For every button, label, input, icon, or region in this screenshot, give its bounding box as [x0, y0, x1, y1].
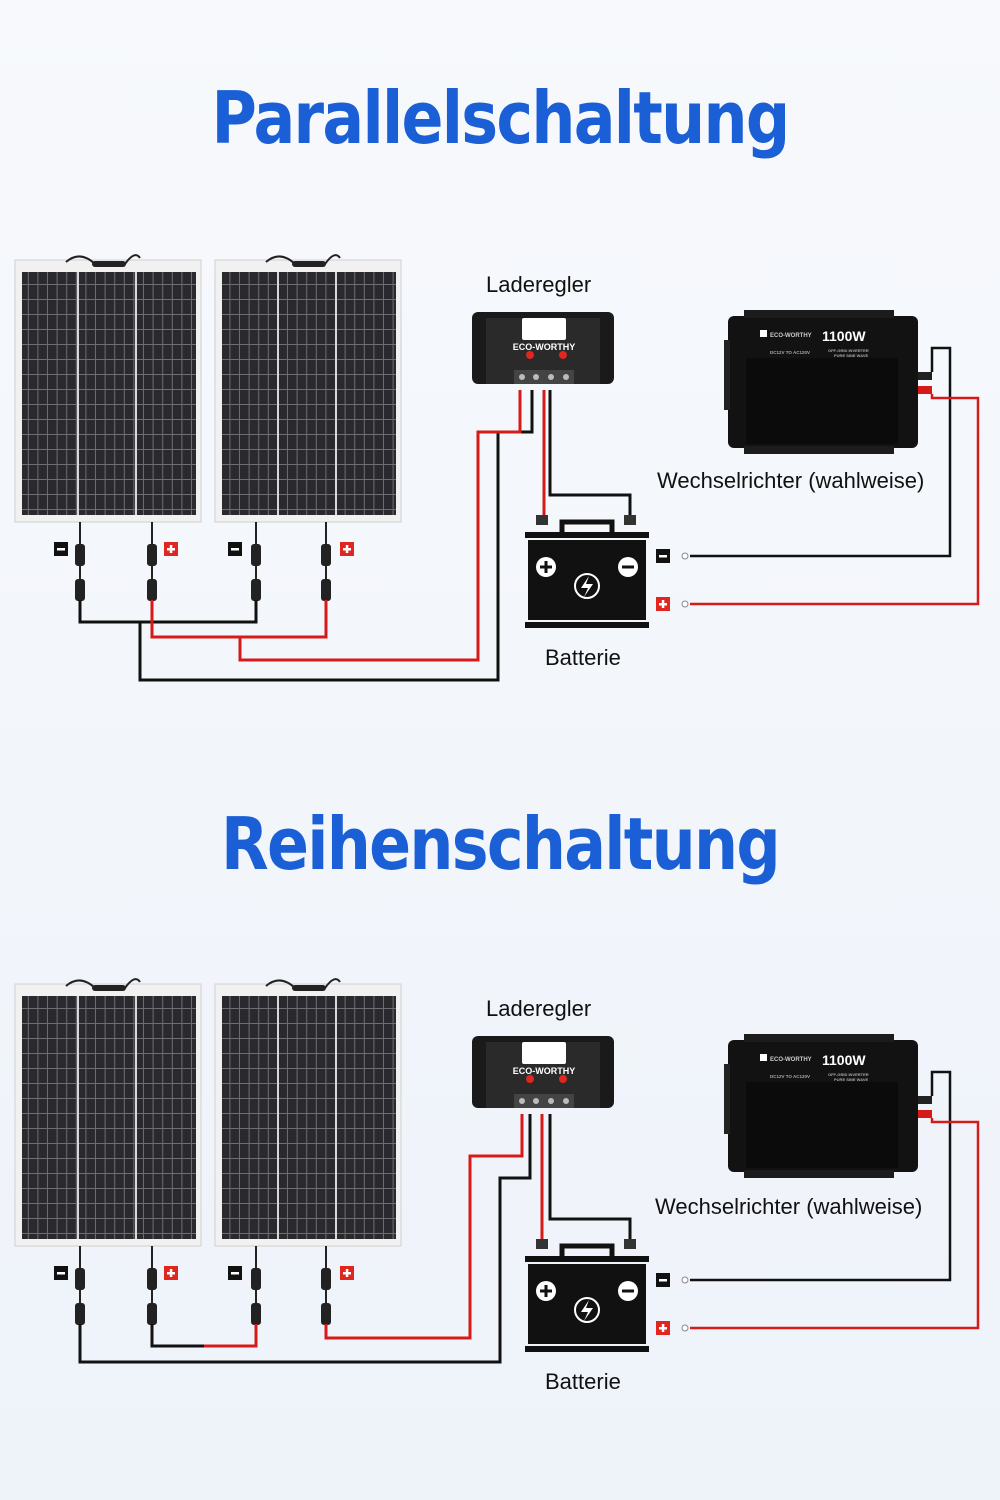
minus-icon — [656, 549, 670, 563]
inverter-spec-left: DC12V TO AC120V — [770, 1074, 810, 1079]
inverter-brand: ECO-WORTHY — [770, 333, 812, 339]
inverter-spec-right-2: PURE SINE WAVE — [834, 353, 868, 358]
solar-panel-1 — [14, 254, 202, 523]
solar-panel-2 — [214, 978, 402, 1247]
inverter-spec-right-1: OFF-GRID INVERTER — [828, 348, 869, 353]
battery-label: Batterie — [545, 645, 621, 670]
minus-icon — [656, 1273, 670, 1287]
wire-controller-battery — [542, 390, 632, 515]
battery — [525, 1239, 649, 1352]
solar-panel-2 — [214, 254, 402, 523]
solar-panel-1 — [14, 978, 202, 1247]
plus-icon — [340, 542, 354, 556]
diagram-title-series: Reihenschaltung — [220, 802, 781, 886]
wire-inverter-positive — [690, 1118, 980, 1330]
inverter-spec-left: DC12V TO AC120V — [770, 350, 810, 355]
battery-label: Batterie — [545, 1369, 621, 1394]
plus-icon — [656, 1321, 670, 1335]
plus-icon — [656, 597, 670, 611]
diagram-title-parallel: Parallelschaltung — [211, 76, 790, 160]
controller-label: Laderegler — [486, 996, 592, 1021]
inverter-brand: ECO-WORTHY — [770, 1057, 812, 1063]
wiring-diagram-series: ECO-WORTHY ECO-WORTHY 1100W DC12V TO AC1… — [14, 978, 980, 1364]
wire-positive-series — [324, 1114, 524, 1340]
wire-positive-parallel — [150, 390, 522, 662]
minus-icon — [228, 1266, 242, 1280]
inverter-label: Wechselrichter (wahlweise) — [657, 468, 925, 493]
charge-controller: ECO-WORTHY — [472, 1036, 614, 1108]
inverter-spec-right-1: OFF-GRID INVERTER — [828, 1072, 869, 1077]
wire-negative-series — [78, 1114, 532, 1364]
wire-inverter-negative — [690, 346, 952, 558]
inverter-label: Wechselrichter (wahlweise) — [655, 1194, 923, 1219]
inverter: ECO-WORTHY 1100W DC12V TO AC120V OFF-GRI… — [724, 310, 932, 454]
minus-icon — [228, 542, 242, 556]
minus-icon — [54, 542, 68, 556]
wire-series-link — [150, 1324, 258, 1348]
inverter-power: 1100W — [822, 1052, 866, 1068]
charge-controller: ECO-WORTHY — [472, 312, 614, 384]
inverter-power: 1100W — [822, 328, 866, 344]
wiring-diagram-parallel: ECO-WORTHY ECO-WORTHY 1100W DC12V TO AC1… — [14, 254, 980, 682]
controller-brand: ECO-WORTHY — [513, 342, 576, 352]
panel-leads — [75, 1246, 331, 1325]
plus-icon — [340, 1266, 354, 1280]
plus-icon — [164, 1266, 178, 1280]
plus-icon — [164, 542, 178, 556]
controller-brand: ECO-WORTHY — [513, 1066, 576, 1076]
wire-inverter-positive — [690, 394, 980, 606]
inverter: ECO-WORTHY 1100W DC12V TO AC120V OFF-GRI… — [724, 1034, 932, 1178]
controller-label: Laderegler — [486, 272, 592, 297]
panel-leads — [75, 522, 331, 601]
minus-icon — [54, 1266, 68, 1280]
inverter-spec-right-2: PURE SINE WAVE — [834, 1077, 868, 1082]
wire-inverter-negative — [690, 1070, 952, 1282]
wire-controller-battery — [540, 1114, 632, 1239]
battery — [525, 515, 649, 628]
wire-negative-parallel — [78, 390, 534, 682]
